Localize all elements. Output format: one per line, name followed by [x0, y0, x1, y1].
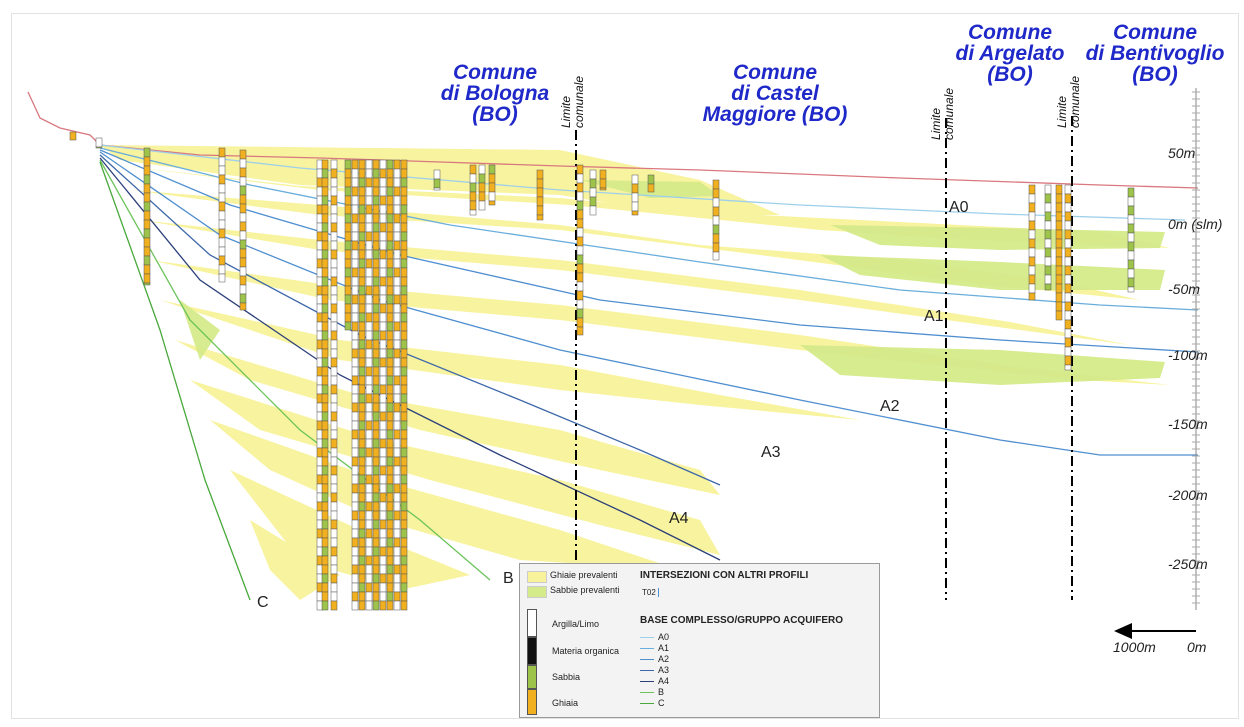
- sabbie-lenses: [180, 180, 1165, 385]
- comune-castel-maggiore-label: Comune di Castel Maggiore (BO): [690, 62, 860, 125]
- comune-argelato-line2: di Argelato: [955, 42, 1065, 65]
- legend-swatch-materia-organica: [527, 637, 537, 665]
- legend-label-argilla: Argilla/Limo: [552, 619, 600, 629]
- comune-argelato-line3: (BO): [987, 63, 1033, 86]
- comune-bologna-line1: Comune: [453, 61, 537, 84]
- limite-line2: comunale: [1068, 75, 1082, 128]
- depth-label-minus200: -200m: [1168, 487, 1208, 503]
- comune-castel-maggiore-line2: di Castel: [731, 82, 819, 105]
- legend-swatch-ghiaia: [527, 689, 537, 715]
- legend-base-label-c: C: [658, 698, 665, 708]
- legend-intersection-code: T02: [642, 588, 659, 597]
- figure-frame: [11, 13, 1239, 719]
- legend-base-label-b: B: [658, 687, 665, 697]
- depth-label-minus100: -100m: [1168, 347, 1208, 363]
- comune-argelato-label: Comune di Argelato (BO): [950, 22, 1070, 85]
- comune-bentivoglio-line2: di Bentivoglio: [1085, 42, 1225, 65]
- zone-label-a3: A3: [761, 444, 781, 461]
- legend-base-line-a3: [640, 670, 654, 671]
- legend-base-line-c: [640, 703, 654, 704]
- comune-argelato-line1: Comune: [968, 21, 1052, 44]
- legend-intersections-title: INTERSEZIONI CON ALTRI PROFILI: [640, 570, 809, 581]
- depth-label-0: 0m (slm): [1168, 216, 1223, 232]
- legend-label-materia-organica: Materia organica: [552, 646, 620, 656]
- legend-base-label-a2: A2: [658, 654, 670, 664]
- comune-bentivoglio-line1: Comune: [1113, 21, 1197, 44]
- comune-bentivoglio-label: Comune di Bentivoglio (BO): [1075, 22, 1235, 85]
- legend-label-ghiaie: Ghiaie prevalenti: [550, 570, 618, 580]
- legend-base-line-a2: [640, 659, 654, 660]
- comune-bentivoglio-line3: (BO): [1132, 63, 1178, 86]
- zone-label-a1: A1: [924, 308, 944, 325]
- comune-castel-maggiore-line1: Comune: [733, 61, 817, 84]
- legend-base-line-a0: [640, 637, 654, 638]
- legend-swatch-ghiaie: [527, 571, 547, 583]
- topography-line: [27, 91, 1199, 189]
- legend: Ghiaie prevalenti Sabbie prevalenti INTE…: [519, 563, 880, 718]
- borehole-logs: [69, 131, 1135, 611]
- legend-swatch-argilla: [527, 609, 537, 637]
- zone-label-a4: A4: [669, 510, 689, 527]
- legend-label-sabbie: Sabbie prevalenti: [550, 585, 620, 595]
- zone-label-a2: A2: [880, 398, 900, 415]
- municipal-boundaries: [575, 116, 1073, 600]
- depth-label-minus250: -250m: [1168, 556, 1208, 572]
- comune-bologna-label: Comune di Bologna (BO): [430, 62, 560, 125]
- legend-label-sabbia: Sabbia: [552, 672, 581, 682]
- legend-base-label-a0: A0: [658, 632, 670, 642]
- comune-castel-maggiore-line3: Maggiore (BO): [702, 103, 848, 126]
- comune-bologna-line2: di Bologna: [440, 82, 550, 105]
- zone-label-a0: A0: [949, 199, 969, 216]
- depth-label-50: 50m: [1168, 145, 1196, 161]
- limite-line2: comunale: [942, 87, 956, 140]
- legend-swatch-sabbia: [527, 665, 537, 689]
- zone-label-c: C: [257, 594, 269, 611]
- legend-base-label-a4: A4: [658, 676, 670, 686]
- limite-comunale-label-2: Limite comunale: [929, 87, 956, 140]
- legend-base-line-b: [640, 692, 654, 693]
- limite-line2: comunale: [572, 75, 586, 128]
- legend-label-ghiaia: Ghiaia: [552, 698, 579, 708]
- limite-comunale-label-1: Limite comunale: [559, 75, 586, 128]
- scale-label: 1000m: [1113, 639, 1156, 655]
- legend-base-line-a4: [640, 681, 654, 682]
- comune-bologna-line3: (BO): [472, 103, 518, 126]
- legend-base-label-a1: A1: [658, 643, 670, 653]
- depth-label-minus150: -150m: [1168, 416, 1208, 432]
- legend-base-line-a1: [640, 648, 654, 649]
- legend-swatch-sabbie: [527, 586, 547, 598]
- depth-ticks: [1192, 91, 1200, 604]
- scale-zero-label: 0m: [1187, 639, 1207, 655]
- legend-base-title: BASE COMPLESSO/GRUPPO ACQUIFERO: [640, 615, 843, 626]
- legend-base-label-a3: A3: [658, 665, 670, 675]
- limite-comunale-label-3: Limite comunale: [1055, 75, 1082, 128]
- zone-label-b: B: [503, 570, 514, 587]
- scale-arrow: [1114, 623, 1196, 639]
- depth-label-minus50: -50m: [1168, 281, 1200, 297]
